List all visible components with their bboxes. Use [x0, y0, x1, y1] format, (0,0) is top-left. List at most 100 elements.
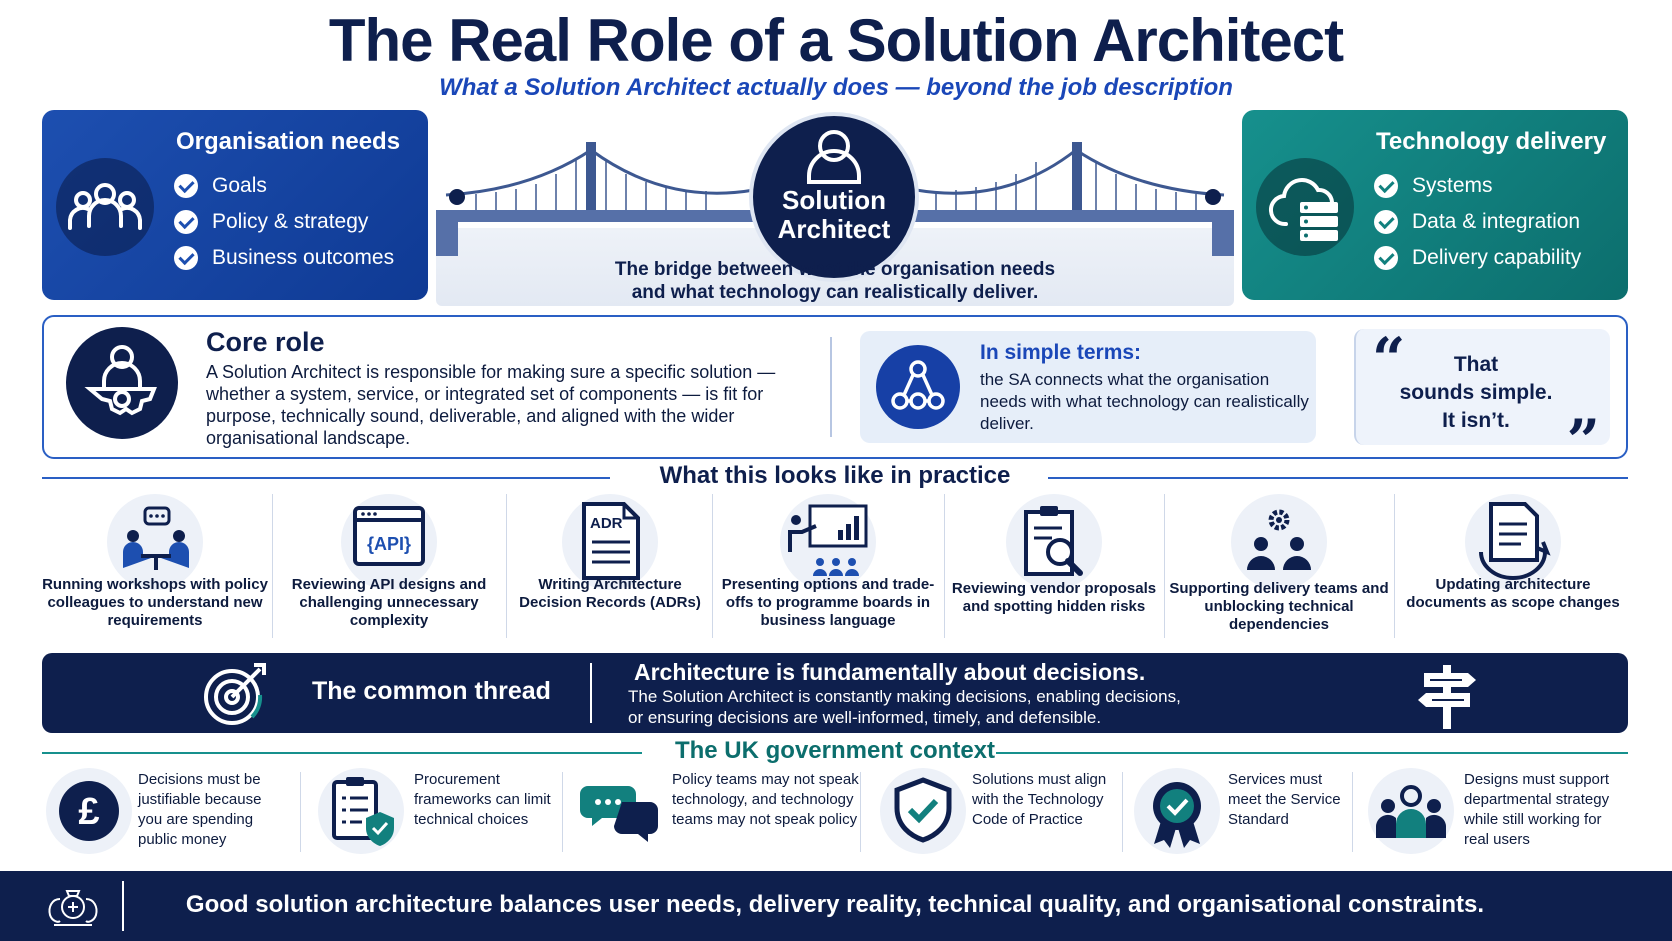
core-role-title: Core role: [206, 327, 325, 357]
practice-item-presenting: Presenting options and trade-offs to pro…: [716, 494, 940, 646]
check-icon: [1374, 246, 1398, 270]
solution-architect-badge: [749, 112, 919, 282]
uk-context-heading: The UK government context: [42, 737, 1628, 767]
divider: [122, 881, 124, 931]
divider: [944, 494, 945, 638]
quote-text: That sounds simple. It isn’t.: [1399, 353, 1553, 432]
svg-text:£: £: [78, 791, 99, 833]
list-item: Data & integration: [1374, 204, 1581, 240]
practice-item-api: {API} Reviewing API designs and challeng…: [276, 494, 502, 646]
presentation-icon: [780, 494, 876, 590]
practice-row: Running workshops with policy colleagues…: [42, 494, 1628, 646]
common-thread-heading: Architecture is fundamentally about deci…: [634, 659, 1146, 685]
cloud-server-icon: [1256, 158, 1354, 256]
api-badge-text: {API}: [367, 534, 411, 554]
check-icon: [1374, 174, 1398, 198]
checklist-shield-icon: [318, 768, 404, 854]
organisation-needs-list: Goals Policy & strategy Business outcome…: [174, 168, 394, 276]
uk-item-service-standard: Services must meet the Service Standard: [1134, 768, 1364, 858]
core-role-card: Core role A Solution Architect is respon…: [42, 315, 1628, 475]
divider: [830, 337, 832, 437]
solution-architect-label: Solution Architect: [777, 185, 891, 244]
divider: [272, 494, 273, 638]
shield-check-icon: [880, 768, 966, 854]
technology-delivery-title: Technology delivery: [1376, 128, 1607, 155]
royal-crest-icon: [38, 879, 108, 933]
team-gear-icon: [1231, 494, 1327, 590]
divider: [300, 772, 301, 852]
practice-item-vendor: Reviewing vendor proposals and spotting …: [948, 494, 1160, 646]
divider: [506, 494, 507, 638]
common-thread-banner: The common thread Architecture is fundam…: [42, 653, 1628, 733]
divider: [590, 663, 592, 723]
adr-document-icon: ADR: [562, 494, 658, 590]
people-icon: [56, 158, 154, 256]
signpost-icon: [1412, 661, 1482, 731]
heading-rule: [42, 477, 610, 479]
practice-item-updating: Updating architecture documents as scope…: [1398, 494, 1628, 646]
organisation-needs-panel: Organisation needs Goals Policy & strate…: [42, 110, 428, 300]
document-search-icon: [1006, 494, 1102, 590]
divider: [1164, 494, 1165, 638]
check-icon: [174, 246, 198, 270]
quote-open-mark: “: [1372, 325, 1406, 393]
speech-bubbles-icon: [578, 768, 664, 854]
bridge-icon: [436, 142, 1234, 256]
page-subtitle: What a Solution Architect actually does …: [439, 74, 1233, 101]
list-item: Systems: [1374, 168, 1581, 204]
practice-item-adr: ADR Writing Architecture Decision Record…: [510, 494, 710, 646]
list-item: Goals: [174, 168, 394, 204]
pound-icon: £: [46, 768, 132, 854]
divider: [1394, 494, 1395, 638]
heading-rule: [996, 752, 1628, 754]
core-role-text: A Solution Architect is responsible for …: [206, 362, 776, 448]
quote-card: “ That sounds simple. It isn’t. ”: [1354, 325, 1610, 475]
check-icon: [1374, 210, 1398, 234]
document-refresh-icon: [1465, 494, 1561, 590]
organisation-needs-title: Organisation needs: [176, 128, 401, 155]
check-icon: [174, 174, 198, 198]
person-gear-icon: [66, 327, 178, 439]
person-icon: [807, 130, 861, 184]
api-icon: {API}: [341, 494, 437, 590]
common-thread-label: The common thread: [312, 677, 551, 705]
divider: [712, 494, 713, 638]
simple-terms-text: the SA connects what the organisation ne…: [980, 370, 1309, 433]
uk-item-public-money: £ Decisions must be justifiable because …: [46, 768, 286, 858]
divider: [1352, 772, 1353, 852]
simple-terms-card: In simple terms: the SA connects what th…: [860, 331, 1316, 443]
footer-text: Good solution architecture balances user…: [185, 891, 1485, 918]
uk-item-real-users: Designs must support departmental strate…: [1368, 768, 1628, 858]
divider: [562, 772, 563, 852]
list-item: Policy & strategy: [174, 204, 394, 240]
page-title: The Real Role of a Solution Architect: [328, 7, 1344, 74]
award-badge-icon: [1134, 768, 1220, 854]
uk-item-tcop: Solutions must align with the Technology…: [880, 768, 1120, 858]
quote-close-mark: ”: [1566, 407, 1600, 475]
workshop-icon: [107, 494, 203, 590]
list-item: Business outcomes: [174, 240, 394, 276]
heading-rule: [42, 752, 642, 754]
adr-badge-text: ADR: [590, 515, 623, 532]
uk-context-row: £ Decisions must be justifiable because …: [42, 768, 1628, 858]
target-arrow-icon: [200, 659, 270, 729]
technology-delivery-list: Systems Data & integration Delivery capa…: [1374, 168, 1581, 276]
footer-banner: Good solution architecture balances user…: [0, 871, 1672, 941]
practice-item-supporting: Supporting delivery teams and unblocking…: [1168, 494, 1390, 646]
technology-delivery-panel: Technology delivery Systems Data & integ…: [1242, 110, 1628, 300]
heading-rule: [1048, 477, 1628, 479]
users-icon: [1368, 768, 1454, 854]
uk-item-procurement: Procurement frameworks can limit technic…: [318, 768, 570, 858]
list-item: Delivery capability: [1374, 240, 1581, 276]
practice-item-workshops: Running workshops with policy colleagues…: [42, 494, 268, 646]
practice-heading: What this looks like in practice: [42, 462, 1628, 492]
simple-terms-title: In simple terms:: [980, 341, 1142, 364]
bridge-illustration: Solution Architect The bridge between wh…: [436, 110, 1234, 306]
bridge-caption: The bridge between what the organisation…: [614, 259, 1056, 303]
divider: [1122, 772, 1123, 852]
divider: [860, 772, 861, 852]
check-icon: [174, 210, 198, 234]
network-nodes-icon: [876, 345, 960, 429]
common-thread-text: The Solution Architect is constantly mak…: [628, 687, 1181, 727]
uk-item-communication: Policy teams may not speak technology, a…: [578, 768, 868, 858]
